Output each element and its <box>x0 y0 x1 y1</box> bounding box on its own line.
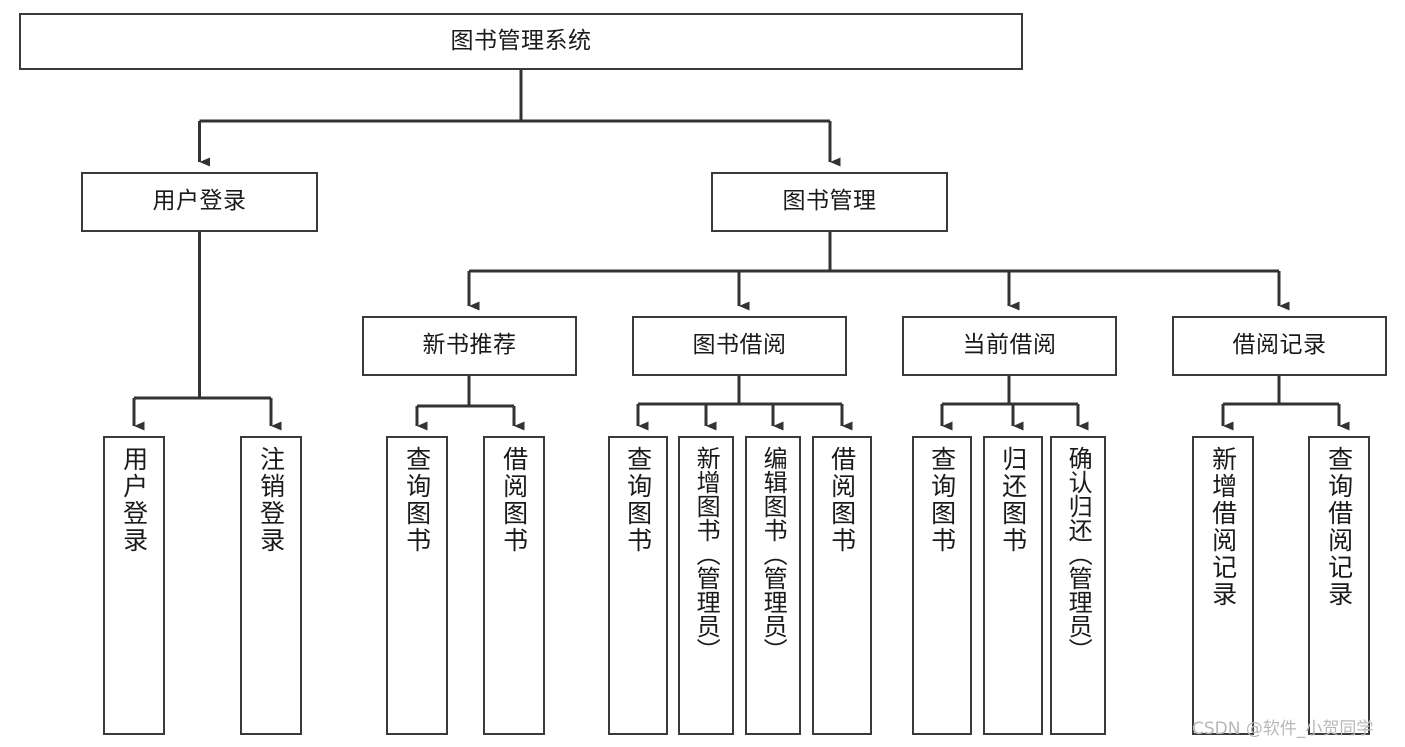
node-label: 新增图书（管理员） <box>692 446 721 662</box>
node-label: 注销登录 <box>256 446 286 554</box>
node-new-book-recommend[interactable]: 新书推荐 <box>362 316 577 376</box>
node-label: 借阅记录 <box>1232 332 1327 359</box>
node-current-borrow[interactable]: 当前借阅 <box>902 316 1117 376</box>
node-leaf-query-book-2[interactable]: 查询图书 <box>608 436 668 735</box>
node-leaf-edit-book[interactable]: 编辑图书（管理员） <box>745 436 801 735</box>
node-leaf-logout[interactable]: 注销登录 <box>240 436 302 735</box>
node-label: 图书管理系统 <box>450 27 592 54</box>
node-label: 新书推荐 <box>422 332 517 359</box>
node-label: 查询图书 <box>623 446 653 554</box>
node-label: 用户登录 <box>119 446 149 554</box>
node-root-system[interactable]: 图书管理系统 <box>19 13 1023 70</box>
node-label: 图书管理 <box>782 188 877 215</box>
node-borrow-record[interactable]: 借阅记录 <box>1172 316 1387 376</box>
node-label: 查询借阅记录 <box>1324 446 1354 608</box>
node-leaf-borrow-book-1[interactable]: 借阅图书 <box>483 436 545 735</box>
node-label: 归还图书 <box>998 446 1028 554</box>
node-label: 当前借阅 <box>962 332 1057 359</box>
node-user-login[interactable]: 用户登录 <box>81 172 318 232</box>
node-book-borrow[interactable]: 图书借阅 <box>632 316 847 376</box>
node-leaf-query-book-1[interactable]: 查询图书 <box>386 436 448 735</box>
node-label: 查询图书 <box>402 446 432 554</box>
node-leaf-confirm-return[interactable]: 确认归还（管理员） <box>1050 436 1106 735</box>
node-leaf-return-book[interactable]: 归还图书 <box>983 436 1043 735</box>
node-leaf-query-record[interactable]: 查询借阅记录 <box>1308 436 1370 735</box>
node-label: 编辑图书（管理员） <box>759 446 788 662</box>
node-book-manage[interactable]: 图书管理 <box>711 172 948 232</box>
node-label: 新增借阅记录 <box>1208 446 1238 608</box>
node-label: 用户登录 <box>152 188 247 215</box>
csdn-watermark: CSDN @软件_小贺同学 <box>1192 719 1374 739</box>
node-leaf-add-record[interactable]: 新增借阅记录 <box>1192 436 1254 735</box>
node-label: 确认归还（管理员） <box>1064 446 1093 662</box>
node-label: 借阅图书 <box>827 446 857 554</box>
node-leaf-query-book-3[interactable]: 查询图书 <box>912 436 972 735</box>
node-leaf-borrow-book-2[interactable]: 借阅图书 <box>812 436 872 735</box>
node-leaf-user-login[interactable]: 用户登录 <box>103 436 165 735</box>
node-label: 查询图书 <box>927 446 957 554</box>
node-label: 图书借阅 <box>692 332 787 359</box>
node-label: 借阅图书 <box>499 446 529 554</box>
node-leaf-add-book[interactable]: 新增图书（管理员） <box>678 436 734 735</box>
